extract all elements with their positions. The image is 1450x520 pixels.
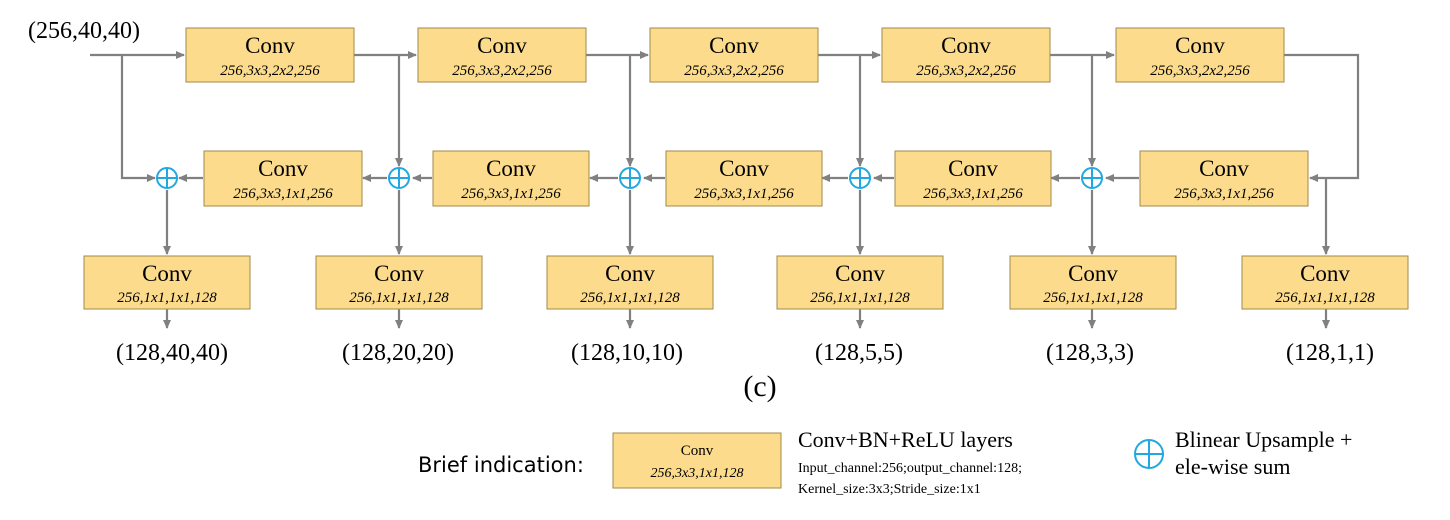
- conv-params: 256,1x1,1x1,128: [580, 290, 680, 306]
- conv-params: 256,3x3,2x2,256: [452, 63, 552, 79]
- conv-params: 256,3x3,1x1,256: [233, 186, 333, 202]
- conv-title: Conv: [605, 261, 655, 286]
- conv-title: Conv: [258, 156, 308, 181]
- conv-block-bottom-2: Conv 256,1x1,1x1,128: [315, 255, 483, 310]
- conv-title: Conv: [709, 33, 759, 58]
- legend-box-title: Conv: [681, 443, 714, 459]
- conv-block-bottom-1: Conv 256,1x1,1x1,128: [83, 255, 251, 310]
- conv-params: 256,3x3,2x2,256: [684, 63, 784, 79]
- conv-title: Conv: [1068, 261, 1118, 286]
- output-label: (128,5,5): [815, 340, 903, 366]
- conv-params: 256,1x1,1x1,128: [117, 290, 217, 306]
- conv-params: 256,3x3,1x1,256: [1174, 186, 1274, 202]
- conv-block-bottom-5: Conv 256,1x1,1x1,128: [1009, 255, 1177, 310]
- conv-block-top-4: Conv 256,3x3,2x2,256: [881, 27, 1051, 83]
- legend-sum-line2: ele-wise sum: [1175, 454, 1290, 479]
- legend-sum-line1: Blinear Upsample +: [1175, 427, 1352, 452]
- conv-title: Conv: [1300, 261, 1350, 286]
- conv-params: 256,1x1,1x1,128: [810, 290, 910, 306]
- conv-params: 256,3x3,1x1,256: [923, 186, 1023, 202]
- conv-title: Conv: [719, 156, 769, 181]
- sum-node-5: [1081, 167, 1103, 189]
- conv-title: Conv: [941, 33, 991, 58]
- conv-title: Conv: [948, 156, 998, 181]
- conv-block-middle-5: Conv 256,3x3,1x1,256: [1139, 150, 1309, 207]
- conv-block-middle-4: Conv 256,3x3,1x1,256: [894, 150, 1052, 207]
- conv-params: 256,3x3,2x2,256: [1150, 63, 1250, 79]
- conv-params: 256,3x3,2x2,256: [220, 63, 320, 79]
- conv-block-middle-3: Conv 256,3x3,1x1,256: [665, 150, 823, 207]
- conv-title: Conv: [477, 33, 527, 58]
- conv-title: Conv: [486, 156, 536, 181]
- conv-params: 256,3x3,1x1,256: [694, 186, 794, 202]
- legend-conv-title: Conv+BN+ReLU layers: [798, 427, 1013, 452]
- sum-node-1: [156, 167, 178, 189]
- conv-title: Conv: [1175, 33, 1225, 58]
- legend-conv-line2: Kernel_size:3x3;Stride_size:1x1: [798, 482, 981, 497]
- legend-brief-label: Brief indication:: [418, 453, 584, 477]
- legend-conv-line1: Input_channel:256;output_channel:128;: [798, 461, 1022, 476]
- conv-params: 256,3x3,1x1,256: [461, 186, 561, 202]
- conv-block-bottom-3: Conv 256,1x1,1x1,128: [546, 255, 714, 310]
- conv-block-bottom-4: Conv 256,1x1,1x1,128: [776, 255, 944, 310]
- conv-block-bottom-6: Conv 256,1x1,1x1,128: [1241, 255, 1409, 310]
- output-label: (128,1,1): [1286, 340, 1374, 366]
- conv-title: Conv: [374, 261, 424, 286]
- legend-box-params: 256,3x3,1x1,128: [651, 466, 744, 481]
- conv-block-top-2: Conv 256,3x3,2x2,256: [417, 27, 587, 83]
- conv-block-middle-2: Conv 256,3x3,1x1,256: [432, 150, 590, 207]
- conv-block-middle-1: Conv 256,3x3,1x1,256: [203, 150, 363, 207]
- sum-node-2: [388, 167, 410, 189]
- output-label: (128,20,20): [342, 340, 454, 366]
- conv-block-top-5: Conv 256,3x3,2x2,256: [1115, 27, 1285, 83]
- conv-block-top-1: Conv 256,3x3,2x2,256: [185, 27, 355, 83]
- conv-params: 256,1x1,1x1,128: [1043, 290, 1143, 306]
- conv-title: Conv: [1199, 156, 1249, 181]
- output-label: (128,10,10): [571, 340, 683, 366]
- legend: Brief indication: Conv 256,3x3,1x1,128 C…: [418, 427, 1352, 497]
- output-label: (128,3,3): [1046, 340, 1134, 366]
- conv-params: 256,1x1,1x1,128: [1275, 290, 1375, 306]
- sum-node-3: [619, 167, 641, 189]
- conv-title: Conv: [835, 261, 885, 286]
- input-label: (256,40,40): [28, 18, 140, 44]
- conv-params: 256,3x3,2x2,256: [916, 63, 1016, 79]
- output-label: (128,40,40): [116, 340, 228, 366]
- connection-wires: [90, 51, 1360, 329]
- conv-block-top-3: Conv 256,3x3,2x2,256: [649, 27, 819, 83]
- sum-node-4: [849, 167, 871, 189]
- conv-params: 256,1x1,1x1,128: [349, 290, 449, 306]
- conv-title: Conv: [142, 261, 192, 286]
- figure-caption: (c): [743, 370, 776, 403]
- conv-title: Conv: [245, 33, 295, 58]
- legend-conv-box: Conv 256,3x3,1x1,128: [612, 432, 782, 489]
- legend-sum-icon: [1134, 439, 1164, 469]
